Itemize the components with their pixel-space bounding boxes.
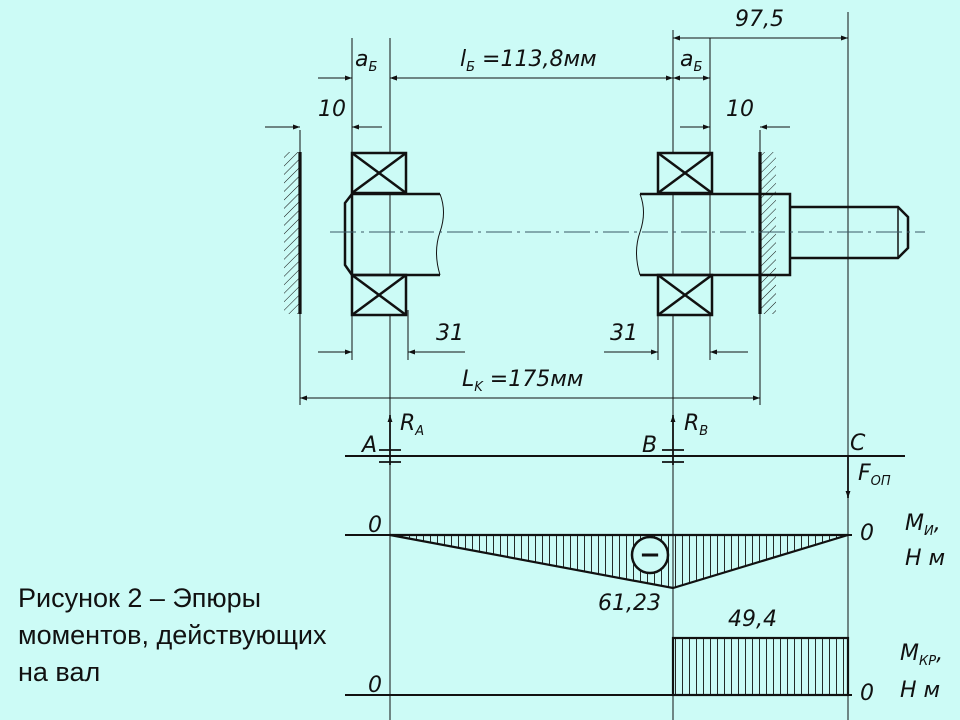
reaction-b-label: RB [684, 411, 708, 439]
gap-right-value: 10 [726, 97, 754, 122]
gap-left-value: 10 [318, 97, 346, 122]
housing-walls [284, 152, 776, 314]
span-label: lБ =113,8мм [460, 47, 597, 75]
sign-circle [630, 535, 670, 575]
caption-line-1: Рисунок 2 – Эпюры [18, 583, 262, 613]
torque-unit-label: Н м [900, 678, 940, 703]
torque-axis-label: MКР, [900, 641, 943, 669]
width-right-value: 31 [610, 321, 638, 346]
bending-unit-label: Н м [905, 546, 945, 571]
caption-line-3: на вал [18, 657, 101, 687]
dimension-lines [265, 35, 848, 401]
torque-diagram [345, 636, 852, 697]
torque-value: 49,4 [728, 607, 777, 632]
a-left-label: aБ [355, 47, 377, 75]
overhang-value: 97,5 [735, 7, 784, 32]
point-c-label: C [850, 431, 866, 456]
shaft [343, 192, 910, 277]
bending-zero-left: 0 [368, 513, 382, 538]
torque-zero-right: 0 [860, 681, 874, 706]
housing-label: LK =175мм [462, 367, 583, 395]
reaction-a-label: RA [400, 411, 424, 439]
bearing-left [350, 151, 408, 317]
a-right-label: aБ [680, 47, 702, 75]
bending-axis-label: MИ, [905, 511, 941, 539]
bending-zero-right: 0 [860, 521, 874, 546]
point-a-label: A [360, 433, 377, 458]
bending-sign: − [639, 540, 661, 570]
bearing-right [656, 151, 714, 317]
width-left-value: 31 [436, 321, 464, 346]
bending-max-value: 61,23 [598, 591, 661, 616]
point-b-label: B [642, 433, 657, 458]
figure-caption: Рисунок 2 – Эпюры моментов, действующих … [18, 580, 398, 691]
force-label: FОП [858, 461, 891, 489]
beam-scheme [345, 415, 905, 498]
bending-moment-diagram [345, 533, 852, 590]
extension-lines [299, 12, 849, 720]
caption-line-2: моментов, действующих [18, 620, 327, 650]
torque-zero-left: 0 [368, 673, 382, 698]
